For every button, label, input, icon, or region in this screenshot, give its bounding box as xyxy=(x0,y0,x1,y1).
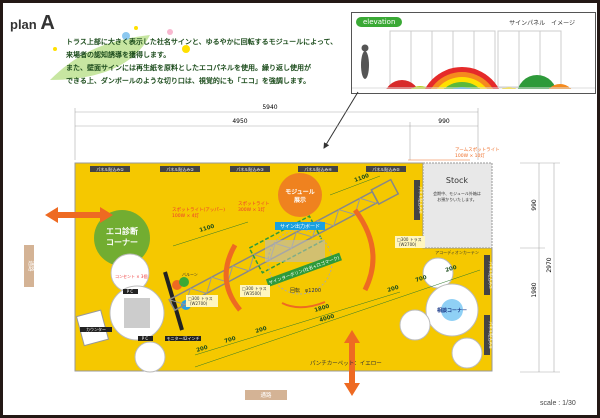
dim-label: 700 xyxy=(224,336,237,345)
pc-label: P C xyxy=(142,336,149,341)
pc-label: P C xyxy=(127,289,134,294)
intro-line: トラス上部に大きく表示した社名サインと、ゆるやかに回転するモジュールによって、 xyxy=(66,38,338,46)
dim-label: 200 xyxy=(387,285,400,294)
eco-corner-circle xyxy=(94,210,150,266)
spot-upper-watt: 100W × 4灯 xyxy=(172,212,200,219)
panel-label: パネル貼込み⑥ xyxy=(418,186,424,214)
aisle-label-left: 通路 xyxy=(27,260,35,272)
dim-main-width: 4950 xyxy=(232,118,247,125)
aisle-arrow-horizontal xyxy=(45,207,113,223)
arm-spot-watt: 100W × 10灯 xyxy=(455,152,485,159)
table xyxy=(399,309,431,341)
panel-label: パネル貼込み④ xyxy=(304,166,332,172)
intro-text: トラス上部に大きく表示した社名サインと、ゆるやかに回転するモジュールによって、 … xyxy=(66,36,337,88)
dim-label: 1100 xyxy=(199,224,216,234)
inner-dimensions xyxy=(172,175,481,368)
rotation-arrow xyxy=(281,301,326,309)
stock-label: Stock xyxy=(446,176,469,185)
outlet-label: コンセント × 3個 xyxy=(115,273,147,279)
panel-label: パネル貼込み① xyxy=(96,166,124,172)
elevation-pointer xyxy=(323,91,359,149)
eco-label: エコ診断 xyxy=(106,226,138,236)
elevation-illustration xyxy=(352,30,595,89)
module-label: 展示 xyxy=(294,196,306,204)
dim-total-width: 5940 xyxy=(262,104,277,111)
dim-total-depth: 2970 xyxy=(546,257,553,272)
truss-label: □300 トラス xyxy=(242,285,267,291)
intro-line: また、壁面サインには再生紙を原料としたエコパネルを使用。繰り返し使用が xyxy=(66,64,311,72)
panel-label: パネル貼込み③ xyxy=(236,166,264,172)
scale-label: scale : 1/30 xyxy=(540,400,576,407)
table xyxy=(134,341,166,373)
pc-desk xyxy=(124,298,150,328)
truss-label: (W3500) xyxy=(244,291,262,296)
spot-upper-label: スポットライト(アッパー) xyxy=(172,206,225,213)
truss-label: □300 トラス xyxy=(188,295,213,301)
dim-label: 1100 xyxy=(354,173,371,184)
panel-label: パネル貼込み⑦ xyxy=(488,261,494,289)
leaf-decoration xyxy=(50,26,190,80)
dim-stock-width: 990 xyxy=(438,118,450,125)
rotation-arrows xyxy=(223,208,376,312)
balloon-label: バルーン xyxy=(182,272,198,277)
dim-label: 200 xyxy=(196,345,209,354)
eco-label: コーナー xyxy=(106,238,138,247)
sign-board-area xyxy=(265,240,325,262)
dim-label: 1800 xyxy=(314,304,331,314)
stock-note: お預かりいたします。 xyxy=(437,196,477,202)
dim-stock-depth: 990 xyxy=(531,199,538,211)
monitor-label: モニター42インチ xyxy=(166,335,199,341)
rotation-label: 回転 φ1200 xyxy=(290,288,321,294)
stock-room xyxy=(422,162,493,249)
panel-label: パネル貼込み② xyxy=(166,166,194,172)
module-display-circle xyxy=(278,173,322,217)
sign-board-label: サイン出力ボード xyxy=(280,223,320,230)
title-letter: A xyxy=(40,12,55,34)
dim-label: 200 xyxy=(445,265,458,274)
spot-watt: 300W × 1灯 xyxy=(238,206,266,213)
intro-line: できる上、ダンボールのような切り口は、視覚的にも「エコ」を強調します。 xyxy=(66,77,311,85)
dim-main-depth: 1980 xyxy=(531,282,538,297)
movement-arrows xyxy=(45,207,360,396)
dim-label: 700 xyxy=(415,275,428,284)
panel-label: パネル貼込み⑤ xyxy=(372,166,400,172)
aisle-arrow-vertical xyxy=(344,330,360,396)
table xyxy=(451,337,483,369)
page-title: plan A xyxy=(10,12,55,35)
consult-label: 相談コーナー xyxy=(437,307,467,314)
panel-label: パネル貼込み⑧ xyxy=(488,321,494,349)
elevation-panel: elevation サインパネル イメージ xyxy=(351,12,596,94)
dim-label: 200 xyxy=(255,326,268,335)
elevation-tag: elevation xyxy=(356,17,403,27)
truss-label: (W2700) xyxy=(190,301,208,306)
consult-spot xyxy=(441,299,463,321)
title-prefix: plan xyxy=(10,17,37,32)
counter-label: カウンター xyxy=(86,326,106,332)
truss-label: (W2700) xyxy=(399,242,417,247)
elevation-caption: サインパネル イメージ xyxy=(509,20,575,27)
arm-spot-label: アームスポットライト xyxy=(455,146,500,153)
carpet-label: パンチカーペット：イエロー xyxy=(310,360,382,367)
stock-note: 会期中、モジュール外箱は xyxy=(433,190,481,196)
curtain-label: アコーディオンカーテン xyxy=(435,249,479,255)
module-label: モジュール xyxy=(285,189,315,196)
spot-label: スポットライト xyxy=(238,200,270,207)
intro-line: 来場者の認知誘導を獲得します。 xyxy=(66,51,171,59)
balloons xyxy=(172,277,191,310)
aisle-label-bottom: 通路 xyxy=(260,391,272,399)
truss-label: □300 トラス xyxy=(397,236,422,242)
dim-label: 4000 xyxy=(319,314,336,324)
dimension-lines xyxy=(74,108,560,373)
